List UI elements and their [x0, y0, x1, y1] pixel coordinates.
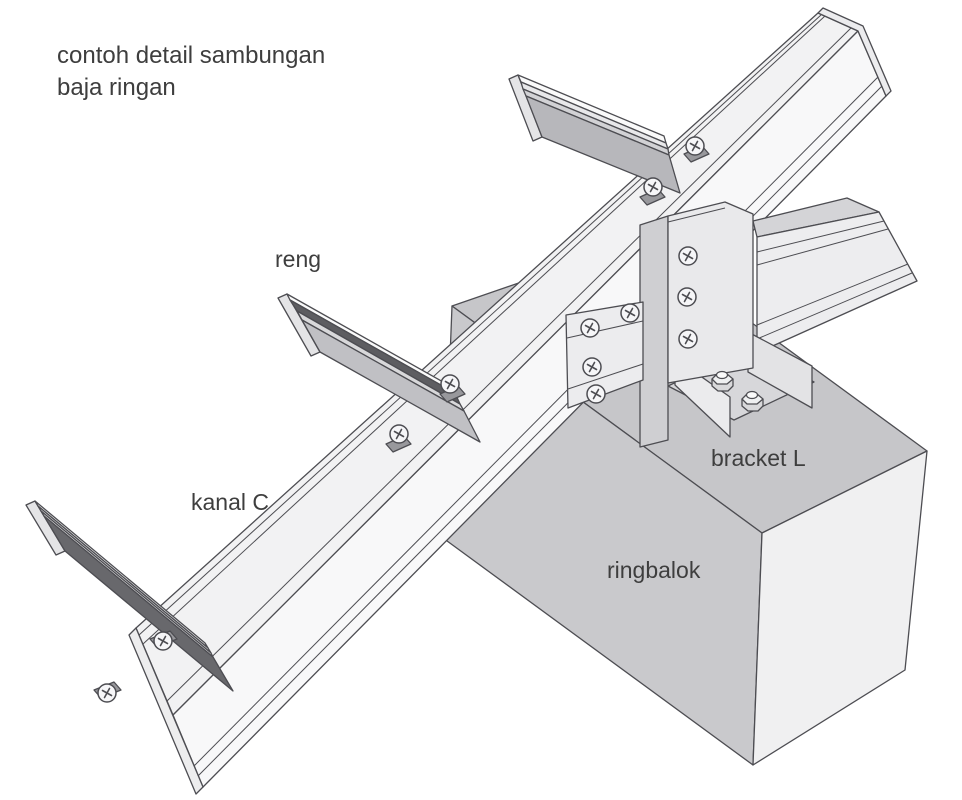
screw-icon	[677, 287, 697, 307]
screw-icon	[678, 246, 698, 266]
top-chord-beam	[752, 197, 918, 354]
label-kanal-c: kanal C	[191, 489, 269, 515]
screw-icon	[586, 384, 606, 404]
drawing-title: contoh detail sambungan baja ringan	[57, 40, 325, 104]
label-ringbalok: ringbalok	[607, 557, 701, 583]
label-reng: reng	[275, 246, 322, 272]
fasteners	[97, 136, 764, 703]
hex-bolt-icon	[711, 370, 734, 392]
drawing-title-line1: contoh detail sambungan	[57, 42, 326, 69]
screw-icon	[440, 374, 460, 394]
batten-middle	[277, 293, 481, 453]
screw-icon	[389, 424, 409, 444]
screw-icon	[685, 136, 705, 156]
screw-icon	[97, 683, 117, 703]
drawing-title-line2: baja ringan	[57, 74, 176, 101]
screw-icon	[153, 631, 173, 651]
screw-icon	[643, 177, 663, 197]
batten-top	[508, 74, 710, 206]
screw-icon	[620, 303, 640, 323]
screw-icon	[582, 357, 602, 377]
label-bracket-l: bracket L	[711, 445, 806, 471]
screw-icon	[580, 318, 600, 338]
batten-bottom	[25, 500, 234, 699]
screw-icon	[678, 329, 698, 349]
hex-bolt-icon	[741, 390, 764, 412]
